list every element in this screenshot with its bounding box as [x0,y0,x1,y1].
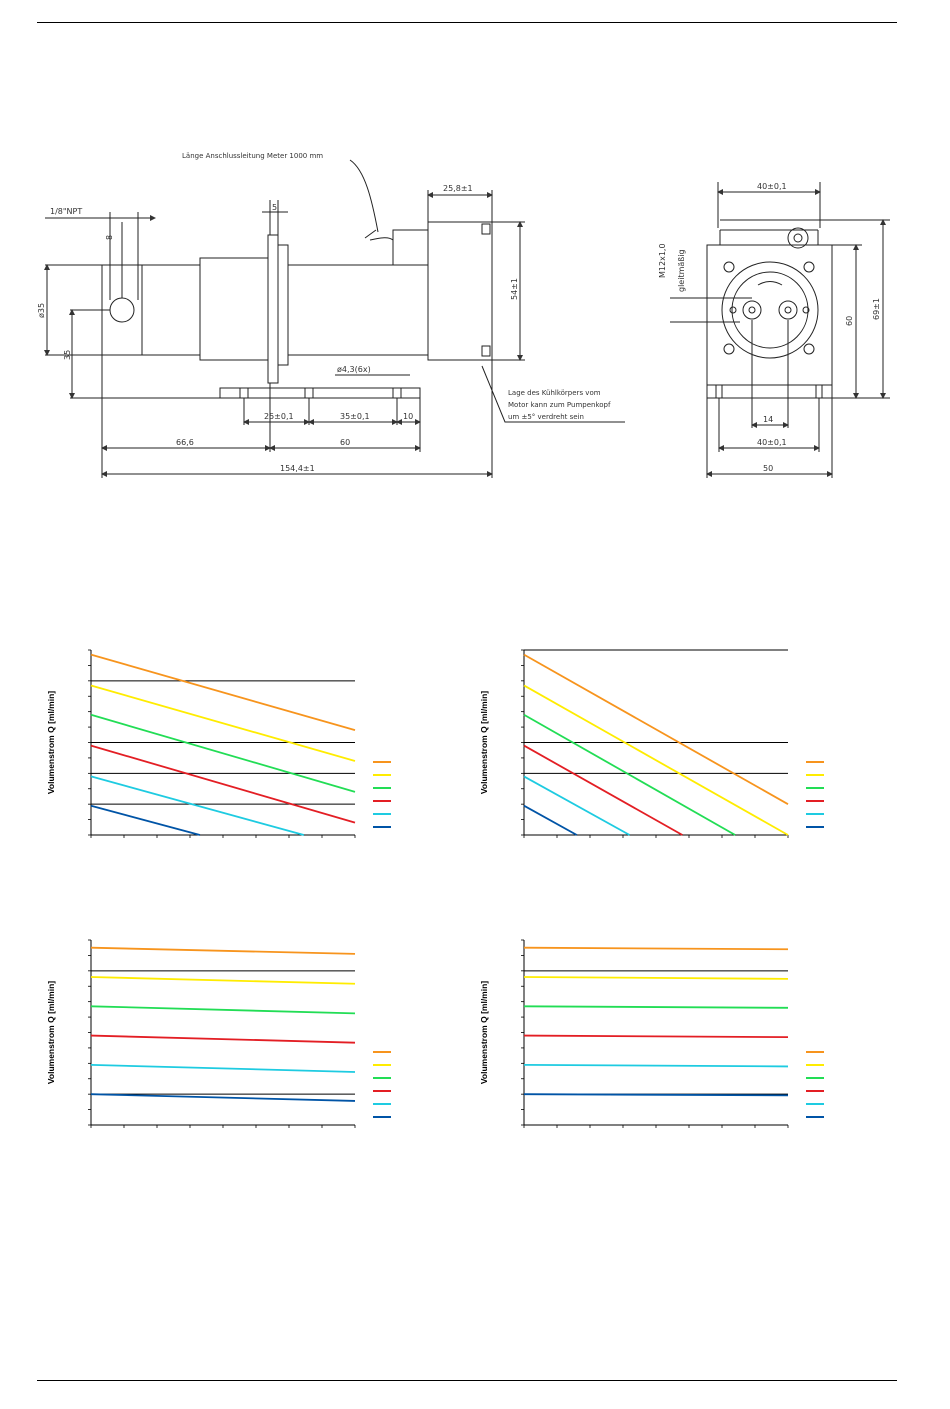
series-line-6 [523,1093,789,1097]
cable-note: Länge Anschlussleitung Meter 1000 mm [182,152,323,160]
series-line-2 [90,976,356,985]
dim-right-height: 54±1 [510,278,519,300]
series-line-1 [523,653,789,805]
front-dim-port-spacing: 14 [763,415,773,424]
front-dim-height-outer: 69±1 [872,298,881,320]
top-rule [37,22,897,23]
dim-hole-spacing-a: 25±0,1 [264,412,294,421]
dim-small-left: 8 [105,235,114,240]
dim-hole-spacing-b: 35±0,1 [340,412,370,421]
heatsink-note-2: Motor kann zum Pumpenkopf [508,401,611,409]
series-line-4 [90,744,356,824]
front-body-shape [706,244,833,386]
series-line-5 [90,1063,356,1073]
series-line-1 [90,653,356,732]
front-ring-shape [721,261,819,359]
heatsink-shape [427,221,493,361]
chart-1: Volumenstrom Q [ml/min] [46,649,391,838]
y-axis-label: Volumenstrom Q [ml/min] [46,691,56,794]
bottom-rule [37,1380,897,1381]
dim-flange: 60 [340,438,350,447]
thread-label: 1/8"NPT [50,207,82,216]
dim-top-right: 25,8±1 [443,184,473,193]
front-thread-depth: gleitmäßig [677,249,686,292]
dim-hole-end: 10 [403,412,413,421]
front-thread-label: M12x1,0 [658,243,667,278]
base-plate-shape [219,387,421,399]
front-dim-width: 50 [763,464,773,473]
chart-2: Volumenstrom Q [ml/min] [479,649,824,838]
motor-body-shape [287,264,429,356]
front-dim-height-inner: 60 [845,316,854,326]
series-line-1 [523,946,789,951]
series-line-1 [90,946,356,955]
series-line-2 [523,684,789,836]
series-line-3 [90,713,356,793]
y-axis-label: Volumenstrom Q [ml/min] [46,981,56,1084]
series-line-6 [523,804,578,836]
cable-gland-shape [392,229,429,266]
series-line-4 [523,1034,789,1039]
dim-left-height: 35 [63,350,72,360]
series-line-2 [523,976,789,980]
chart-4: Volumenstrom Q [ml/min] [479,939,824,1128]
series-line-3 [90,1005,356,1015]
pump-housing-shape [199,257,269,361]
front-view [670,182,890,478]
dim-diameter: ø35 [37,303,46,318]
front-base-shape [706,384,833,399]
dim-small-top: 5 [272,203,277,212]
chart-3: Volumenstrom Q [ml/min] [46,939,391,1128]
dim-holes: ø4,3(6x) [337,365,371,374]
series-line-3 [523,1005,789,1009]
y-axis-label: Volumenstrom Q [ml/min] [479,981,489,1084]
heatsink-note-3: um ±5° verdreht sein [508,413,584,421]
series-line-6 [90,804,201,836]
front-dim-hole-spacing: 40±0,1 [757,438,787,447]
dim-total: 154,4±1 [280,464,315,473]
technical-drawing: 1/8"NPT Länge Anschlussleitung Meter 100… [37,152,890,478]
series-line-5 [523,775,631,836]
series-line-4 [523,744,683,836]
series-line-4 [90,1034,356,1044]
side-view [44,159,625,478]
dim-offset: 66,6 [176,438,194,447]
series-line-5 [90,775,305,836]
series-line-3 [523,713,736,836]
series-line-5 [523,1063,789,1068]
port-circle-shape [109,297,135,323]
flange-plate-shape [267,234,279,384]
front-dim-top: 40±0,1 [757,182,787,191]
heatsink-note-1: Lage des Kühlkörpers vom [508,389,601,397]
pump-coupling-shape [141,264,201,356]
y-axis-label: Volumenstrom Q [ml/min] [479,691,489,794]
series-line-2 [90,684,356,762]
series-line-6 [90,1093,356,1102]
